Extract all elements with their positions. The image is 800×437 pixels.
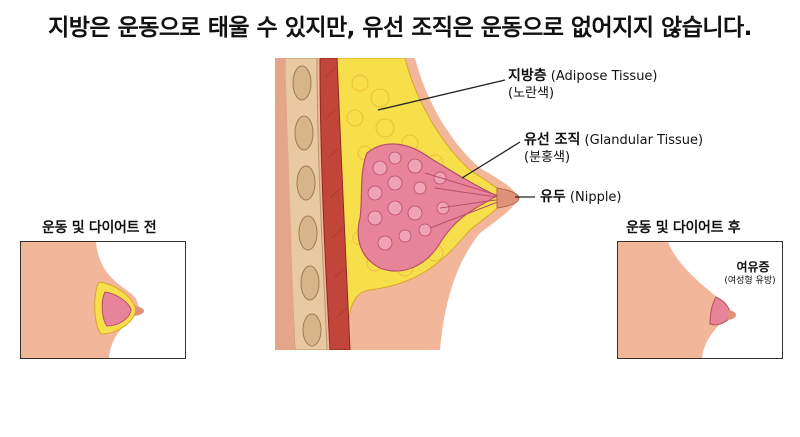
gynecomastia-label: 여유증 (736, 260, 770, 274)
gland-lobules (367, 151, 450, 251)
after-panel-label: 운동 및 다이어트 후 (626, 220, 741, 236)
milk-ducts (424, 172, 504, 229)
ribs (292, 65, 322, 347)
callout-glandular: 유선 조직 (Glandular Tissue) (분홍색) (524, 132, 704, 165)
callout-nipple: 유두 (Nipple) (540, 189, 622, 205)
breast-anatomy-illustration (275, 58, 520, 350)
before-illustration (21, 242, 144, 358)
pectoral-muscle (319, 58, 351, 350)
after-illustration (618, 242, 736, 358)
before-panel-label: 운동 및 다이어트 전 (42, 220, 157, 236)
back-edge (275, 58, 295, 350)
page-title: 지방은 운동으로 태울 수 있지만, 유선 조직은 운동으로 없어지지 않습니다… (48, 15, 752, 41)
gynecomastia-sublabel: (여성형 유방) (724, 276, 776, 286)
nipple (496, 187, 520, 209)
after-panel (617, 241, 783, 359)
callout-adipose: 지방층 (Adipose Tissue) (노란색) (508, 68, 658, 101)
glandular-tissue (357, 143, 499, 272)
muscle-fibers (324, 67, 348, 319)
before-panel (20, 241, 186, 359)
